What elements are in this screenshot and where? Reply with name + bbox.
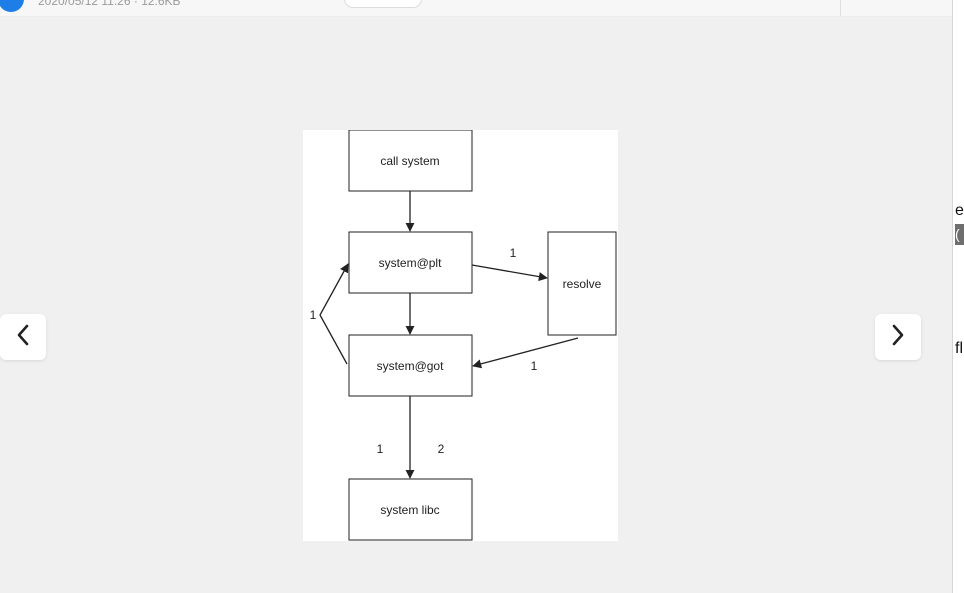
top-bar: 2020/05/12 11:26 · 12.6KB <box>0 0 952 17</box>
edge-label-got-to-libc-left: 1 <box>377 442 384 456</box>
node-label-call-system: call system <box>380 154 439 168</box>
edge-plt-to-resolve <box>471 264 548 282</box>
right-panel-text-fragment-2: fl <box>955 340 963 357</box>
edge-label-plt-to-resolve: 1 <box>510 246 517 260</box>
right-side-panel: e ( fl <box>952 0 964 593</box>
toolbar-pill-button[interactable] <box>344 0 422 8</box>
plt-got-flow-diagram: call system system@plt resolve system@go… <box>310 130 617 541</box>
image-viewer: call system system@plt resolve system@go… <box>0 17 952 593</box>
edge-resolve-to-got <box>472 337 579 369</box>
edge-label-got-to-plt-loop: 1 <box>310 308 317 322</box>
chevron-right-icon <box>891 324 905 351</box>
node-label-system-plt: system@plt <box>379 256 443 270</box>
edge-label-resolve-to-got: 1 <box>531 359 538 373</box>
node-label-system-libc: system libc <box>380 503 439 517</box>
edge-got-to-plt-loop <box>319 263 349 365</box>
edge-label-got-to-libc-right: 2 <box>438 442 445 456</box>
toolbar-divider <box>840 0 841 16</box>
chevron-left-icon <box>16 324 30 351</box>
next-image-button[interactable] <box>875 314 921 360</box>
node-system-plt: system@plt <box>348 231 473 294</box>
node-system-libc: system libc <box>348 478 473 541</box>
node-label-system-got: system@got <box>377 359 445 373</box>
diagram-image: call system system@plt resolve system@go… <box>303 130 618 541</box>
right-panel-highlight-block: ( <box>955 224 964 245</box>
node-label-resolve: resolve <box>563 277 602 291</box>
file-meta: 2020/05/12 11:26 · 12.6KB <box>38 0 181 8</box>
previous-image-button[interactable] <box>0 314 46 360</box>
avatar[interactable] <box>0 0 24 12</box>
right-panel-text-fragment: e <box>955 202 964 219</box>
node-system-got: system@got <box>348 334 473 397</box>
node-resolve: resolve <box>547 231 617 336</box>
node-call-system: call system <box>348 130 473 192</box>
